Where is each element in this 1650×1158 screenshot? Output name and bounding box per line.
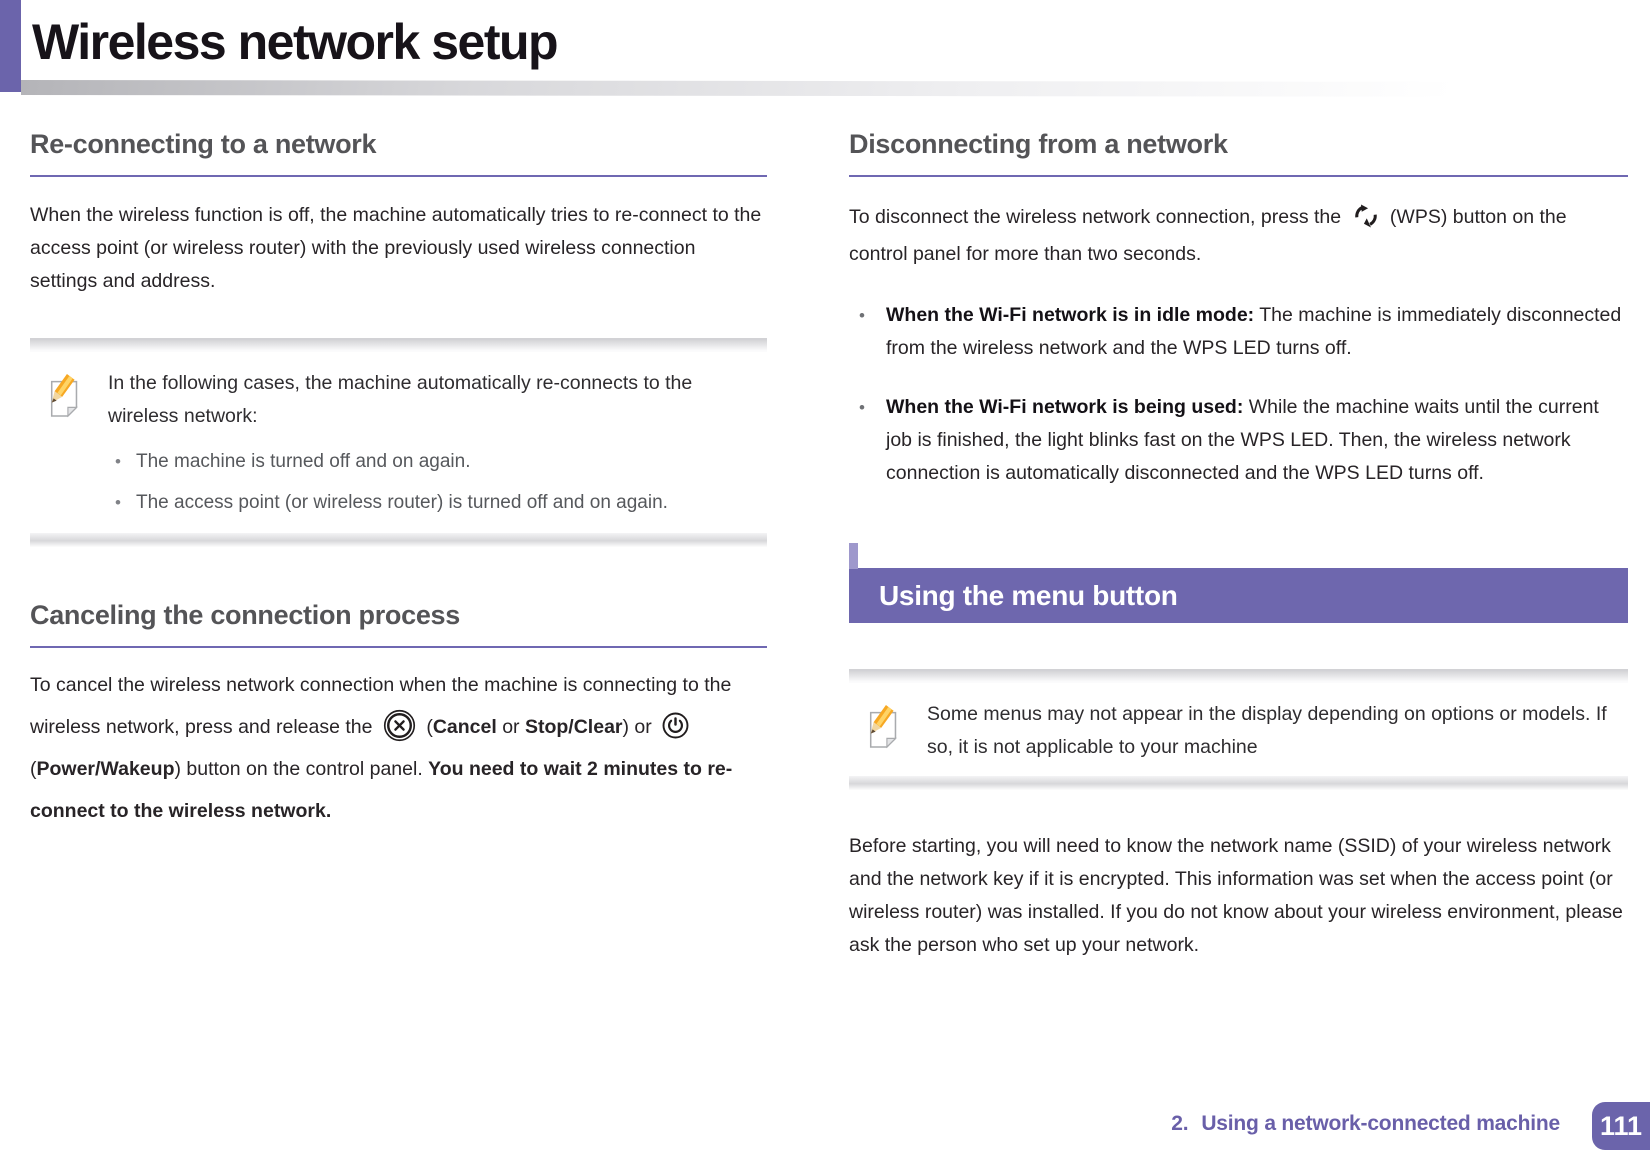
cancel-icon [383,710,415,742]
bullet-lead: When the Wi-Fi network is in idle mode: [886,304,1255,326]
section-heading-reconnecting: Re-connecting to a network [30,128,767,177]
note-bullet-list: The machine is turned off and on again. … [108,445,757,519]
right-column: Disconnecting from a network To disconne… [849,128,1628,962]
chapter-number: 2. [1171,1112,1189,1135]
power-icon [662,712,689,739]
note-pencil-icon [869,705,897,749]
section-heading-canceling: Canceling the connection process [30,599,767,648]
note-top-bar [849,669,1628,683]
disconnecting-paragraph: To disconnect the wireless network conne… [849,199,1628,273]
before-starting-paragraph: Before starting, you will need to know t… [849,835,1623,956]
footer-chapter: 2. Using a network-connected machine [1171,1112,1560,1136]
canceling-text: ( [420,716,433,738]
list-item: When the Wi-Fi network is in idle mode: … [849,299,1628,365]
page-title: Wireless network setup [32,14,559,70]
note-intro: In the following cases, the machine auto… [108,372,693,427]
note-bottom-bar [849,776,1628,790]
left-column: Re-connecting to a network When the wire… [30,128,767,832]
canceling-text: To cancel the wireless network connectio… [30,674,732,738]
canceling-paragraph: To cancel the wireless network connectio… [30,674,733,822]
note-menus-text: Some menus may not appear in the display… [927,703,1607,758]
banner-corner-tab [849,543,858,569]
note-pencil-icon [50,374,78,418]
list-item: The access point (or wireless router) is… [108,486,757,519]
note-box-reconnect: In the following cases, the machine auto… [30,338,767,547]
reconnecting-paragraph: When the wireless function is off, the m… [30,204,762,292]
wps-icon [1354,204,1377,228]
page-number-badge: 111 [1592,1102,1650,1150]
using-menu-button-banner: Using the menu button [849,543,1628,623]
power-wakeup-button-label: Power/Wakeup [36,758,175,780]
page-number: 111 [1599,1110,1643,1141]
wait-warning-text: You need to wait 2 minutes to re-connect… [30,758,733,822]
corner-accent-bar [0,0,21,92]
note-top-bar [30,338,767,352]
list-item: The machine is turned off and on again. [108,445,757,478]
chapter-title: Using a network-connected machine [1201,1112,1560,1135]
list-item: When the Wi-Fi network is being used: Wh… [849,391,1628,490]
banner-title: Using the menu button [879,580,1178,611]
note-box-menus: Some menus may not appear in the display… [849,669,1628,790]
title-divider-band [21,80,1650,97]
bullet-lead: When the Wi-Fi network is being used: [886,396,1244,418]
note-bottom-bar [30,533,767,547]
disconnect-bullet-list: When the Wi-Fi network is in idle mode: … [849,299,1628,490]
stop-clear-button-label: Stop/Clear [524,716,623,738]
section-heading-disconnecting: Disconnecting from a network [849,128,1628,177]
cancel-button-label: Cancel [432,716,497,738]
